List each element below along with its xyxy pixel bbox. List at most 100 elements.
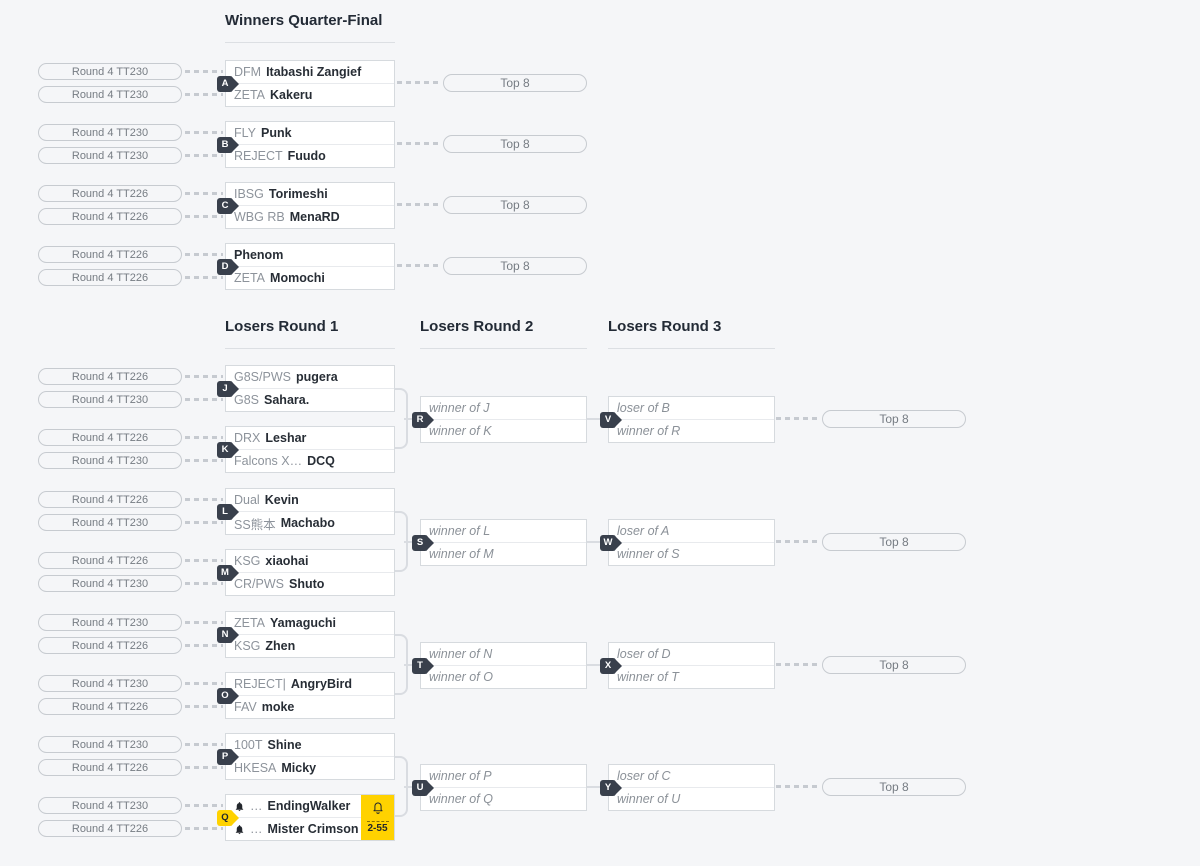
seed-pill[interactable]: Round 4 TT226 <box>38 820 223 837</box>
entrant-slot[interactable]: winner of Q <box>421 787 586 810</box>
entrant-slot[interactable]: winner of S <box>609 542 774 565</box>
top8-pill[interactable]: Top 8 <box>397 135 587 153</box>
alert-countdown: 2-55 <box>367 823 388 834</box>
top8-pill[interactable]: Top 8 <box>776 410 966 428</box>
top8-pill[interactable]: Top 8 <box>776 533 966 551</box>
seed-pill[interactable]: Round 4 TT230 <box>38 514 223 531</box>
seed-label: Round 4 TT230 <box>71 454 149 467</box>
seed-pill[interactable]: Round 4 TT230 <box>38 797 223 814</box>
seed-pill[interactable]: Round 4 TT230 <box>38 736 223 753</box>
top8-pill[interactable]: Top 8 <box>776 778 966 796</box>
seed-pill[interactable]: Round 4 TT226 <box>38 698 223 715</box>
seed-pill[interactable]: Round 4 TT230 <box>38 452 223 469</box>
entrant-slot[interactable]: loser of D <box>609 643 774 665</box>
seed-pill[interactable]: Round 4 TT230 <box>38 575 223 592</box>
entrant-slot[interactable]: winner of R <box>609 419 774 442</box>
seed-pill[interactable]: Round 4 TT230 <box>38 124 223 141</box>
entrant-slot[interactable]: Phenom <box>226 244 394 266</box>
entrant-slot[interactable]: winner of L <box>421 520 586 542</box>
entrant-slot[interactable]: REJECT|AngryBird <box>226 673 394 695</box>
seed-pill[interactable]: Round 4 TT226 <box>38 246 223 263</box>
entrant-slot[interactable]: Falcons X…DCQ <box>226 449 394 472</box>
seed-label: Round 4 TT230 <box>71 799 149 812</box>
seed-pill[interactable]: Round 4 TT226 <box>38 368 223 385</box>
entrant-slot[interactable]: winner of K <box>421 419 586 442</box>
seed-pill[interactable]: Round 4 TT226 <box>38 759 223 776</box>
entrant-slot[interactable]: winner of P <box>421 765 586 787</box>
top8-pill[interactable]: Top 8 <box>397 196 587 214</box>
entrant-name: Machabo <box>280 516 335 530</box>
entrant-name: Mister Crimson <box>267 822 359 836</box>
entrant-slot[interactable]: …Mister Crimson <box>226 817 394 840</box>
entrant-name: Kevin <box>264 493 299 507</box>
entrant-name: Momochi <box>270 271 325 285</box>
seed-pill[interactable]: Round 4 TT226 <box>38 637 223 654</box>
top8-pill[interactable]: Top 8 <box>397 257 587 275</box>
entrant-slot[interactable]: winner of J <box>421 397 586 419</box>
bracket-connector <box>587 418 601 420</box>
seed-pill[interactable]: Round 4 TT230 <box>38 63 223 80</box>
seed-label: Round 4 TT226 <box>71 187 149 200</box>
entrant-slot[interactable]: winner of M <box>421 542 586 565</box>
seed-pill[interactable]: Round 4 TT226 <box>38 429 223 446</box>
entrant-name: Fuudo <box>287 149 326 163</box>
seed-label: Round 4 TT226 <box>71 271 149 284</box>
slot-placeholder: loser of C <box>617 769 671 783</box>
seed-pill[interactable]: Round 4 TT226 <box>38 552 223 569</box>
entrant-slot[interactable]: loser of A <box>609 520 774 542</box>
entrant-slot[interactable]: winner of U <box>609 787 774 810</box>
seed-pill[interactable]: Round 4 TT230 <box>38 614 223 631</box>
seed-label: Round 4 TT226 <box>71 554 149 567</box>
entrant-prefix: CR/PWS <box>234 577 284 591</box>
entrant-slot[interactable]: …EndingWalker <box>226 795 394 817</box>
entrant-name: EndingWalker <box>267 799 351 813</box>
top8-pill[interactable]: Top 8 <box>397 74 587 92</box>
entrant-slot[interactable]: winner of O <box>421 665 586 688</box>
slot-placeholder: winner of T <box>617 670 679 684</box>
entrant-slot[interactable]: loser of C <box>609 765 774 787</box>
alert-divider <box>366 821 389 822</box>
match-y: Y loser of C winner of U <box>600 764 775 811</box>
seed-pill[interactable]: Round 4 TT230 <box>38 147 223 164</box>
entrant-slot[interactable]: winner of N <box>421 643 586 665</box>
top8-pill[interactable]: Top 8 <box>776 656 966 674</box>
entrant-name: Micky <box>281 761 317 775</box>
seed-pill[interactable]: Round 4 TT230 <box>38 391 223 408</box>
bracket-connector <box>587 541 601 543</box>
seed-pill[interactable]: Round 4 TT226 <box>38 269 223 286</box>
match-alert-toggle[interactable]: 2-55 <box>361 795 394 840</box>
entrant-slot[interactable]: loser of B <box>609 397 774 419</box>
entrant-prefix: DFM <box>234 65 262 79</box>
seed-pill[interactable]: Round 4 TT226 <box>38 491 223 508</box>
seed-pill[interactable]: Round 4 TT230 <box>38 675 223 692</box>
entrant-name: xiaohai <box>265 554 309 568</box>
entrant-slot[interactable]: winner of T <box>609 665 774 688</box>
entrant-name: Leshar <box>265 431 307 445</box>
section-title-text: Winners Quarter-Final <box>225 12 383 29</box>
seed-pill[interactable]: Round 4 TT226 <box>38 208 223 225</box>
seed-pill[interactable]: Round 4 TT230 <box>38 86 223 103</box>
match-s: S winner of L winner of M <box>412 519 587 566</box>
seed-pill[interactable]: Round 4 TT226 <box>38 185 223 202</box>
